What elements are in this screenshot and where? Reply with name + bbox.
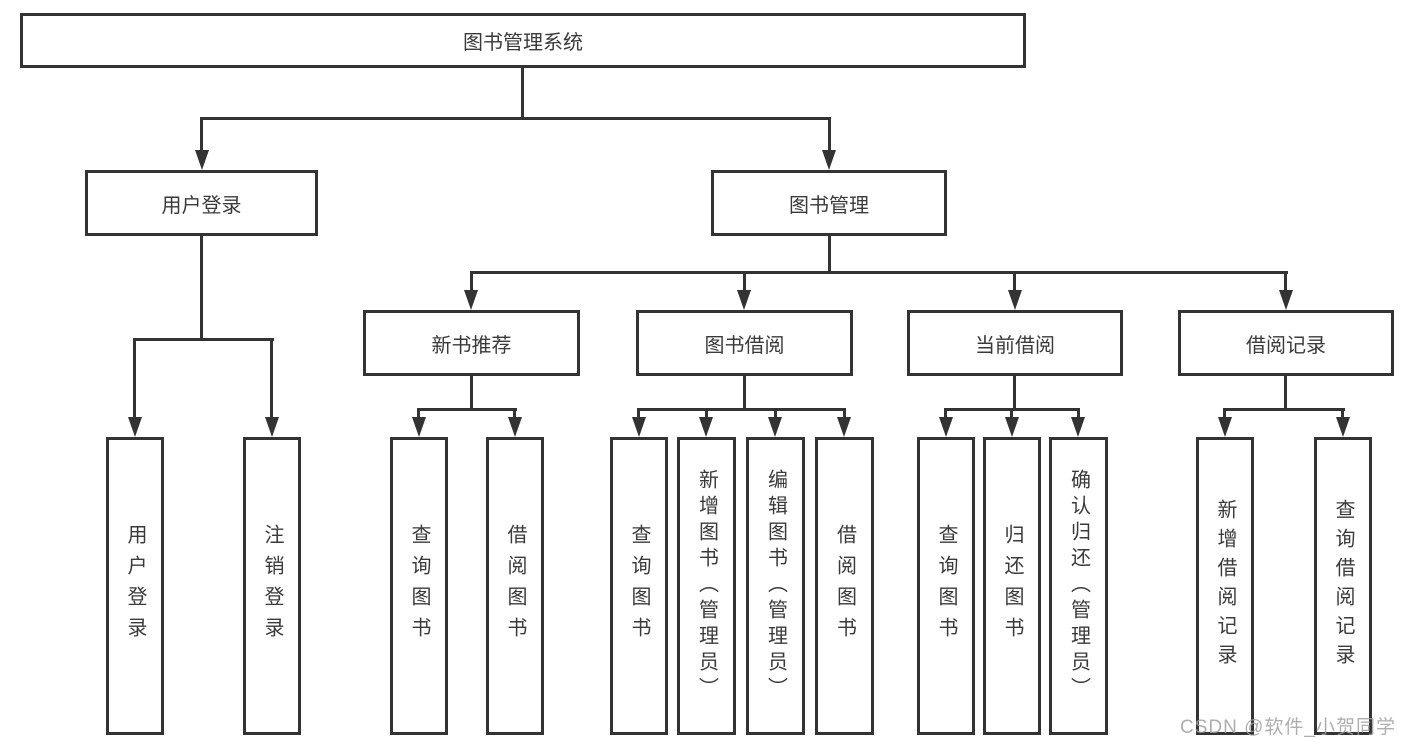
connector-new-rec-stem bbox=[470, 376, 473, 411]
connector-level2-bar bbox=[200, 117, 831, 120]
node-borrowing-records-label: 借阅记录 bbox=[1246, 334, 1326, 357]
arrowhead-records bbox=[1279, 290, 1293, 310]
connector-user-login-bar bbox=[133, 338, 274, 341]
leaf-add-borrow-record: 新增借阅记录 bbox=[1196, 437, 1254, 735]
arrowhead-leaf bbox=[1336, 417, 1350, 437]
leaf-user-login: 用户登录 bbox=[106, 437, 164, 735]
leaf-return-books: 归还图书 bbox=[983, 437, 1041, 735]
node-book-borrowing: 图书借阅 bbox=[636, 310, 853, 376]
node-book-borrowing-label: 图书借阅 bbox=[704, 334, 785, 357]
connector-book-mgmt-stem bbox=[828, 236, 831, 274]
connector-borrowing-bar bbox=[637, 408, 846, 411]
node-root: 图书管理系统 bbox=[20, 13, 1026, 68]
arrowhead-leaf bbox=[1005, 417, 1019, 437]
connector-drop-logout-leaf bbox=[270, 338, 273, 423]
connector-drop bbox=[705, 408, 708, 424]
node-user-login: 用户登录 bbox=[85, 170, 318, 236]
arrowhead-leaf bbox=[699, 417, 713, 437]
connector-drop-records bbox=[1284, 271, 1287, 297]
connector-drop-borrowing bbox=[743, 271, 746, 297]
leaf-label: 查询借阅记录 bbox=[1332, 499, 1354, 673]
arrowhead-login-leaf bbox=[128, 417, 142, 437]
leaf-label: 归还图书 bbox=[1001, 524, 1023, 648]
arrowhead-logout-leaf bbox=[265, 417, 279, 437]
node-user-login-label: 用户登录 bbox=[161, 194, 242, 217]
leaf-query-borrow-record: 查询借阅记录 bbox=[1314, 437, 1372, 735]
node-root-label: 图书管理系统 bbox=[463, 32, 583, 54]
connector-drop-book-mgmt bbox=[828, 117, 831, 157]
connector-drop bbox=[417, 408, 420, 424]
arrowhead-book-mgmt bbox=[822, 150, 836, 170]
connector-drop bbox=[944, 408, 947, 424]
connector-root-stem bbox=[521, 68, 524, 120]
arrowhead-leaf bbox=[508, 417, 522, 437]
connector-new-rec-bar bbox=[417, 408, 517, 411]
arrowhead-current bbox=[1008, 290, 1022, 310]
arrowhead-leaf bbox=[412, 417, 426, 437]
leaf-label: 查询图书 bbox=[408, 524, 430, 648]
leaf-label: 编辑图书（管理员） bbox=[764, 469, 787, 703]
leaf-add-books-admin: 新增图书（管理员） bbox=[677, 437, 736, 735]
connector-drop-login-leaf bbox=[133, 338, 136, 423]
node-borrowing-records: 借阅记录 bbox=[1178, 310, 1394, 376]
leaf-borrow-books-recommend: 借阅图书 bbox=[486, 437, 544, 735]
leaf-label: 查询图书 bbox=[935, 524, 957, 648]
arrowhead-leaf bbox=[1218, 417, 1232, 437]
connector-drop bbox=[1223, 408, 1226, 424]
arrowhead-user-login bbox=[195, 150, 209, 170]
connector-drop bbox=[1077, 408, 1080, 424]
leaf-label: 新增借阅记录 bbox=[1214, 499, 1236, 673]
connector-drop-user-login bbox=[200, 117, 203, 157]
connector-drop bbox=[637, 408, 640, 424]
connector-records-bar bbox=[1223, 408, 1345, 411]
leaf-label: 借阅图书 bbox=[833, 524, 856, 648]
connector-drop-new-rec bbox=[470, 271, 473, 297]
connector-level3-bar bbox=[470, 271, 1288, 274]
connector-drop bbox=[1010, 408, 1013, 424]
leaf-logout-label: 注销登录 bbox=[261, 524, 283, 648]
leaf-label: 查询图书 bbox=[628, 524, 650, 648]
node-book-management: 图书管理 bbox=[711, 170, 947, 236]
node-new-book-recommend-label: 新书推荐 bbox=[431, 334, 512, 357]
arrowhead-leaf bbox=[939, 417, 953, 437]
leaf-query-books-recommend: 查询图书 bbox=[390, 437, 448, 735]
node-book-management-label: 图书管理 bbox=[789, 194, 869, 217]
connector-user-login-stem bbox=[200, 236, 203, 340]
connector-drop-current bbox=[1013, 271, 1016, 297]
connector-drop bbox=[1341, 408, 1344, 424]
leaf-label: 借阅图书 bbox=[504, 524, 526, 648]
connector-records-stem bbox=[1284, 376, 1287, 411]
arrowhead-leaf bbox=[837, 417, 851, 437]
arrowhead-leaf bbox=[768, 417, 782, 437]
arrowhead-leaf bbox=[632, 417, 646, 437]
node-current-borrowing-label: 当前借阅 bbox=[975, 334, 1055, 357]
leaf-query-books-current: 查询图书 bbox=[917, 437, 975, 735]
arrowhead-leaf bbox=[1071, 417, 1085, 437]
connector-drop bbox=[843, 408, 846, 424]
leaf-label: 新增图书（管理员） bbox=[695, 469, 718, 703]
arrowhead-new-rec bbox=[464, 290, 478, 310]
node-new-book-recommend: 新书推荐 bbox=[363, 310, 580, 376]
leaf-borrow-books: 借阅图书 bbox=[815, 437, 874, 735]
connector-current-stem bbox=[1013, 376, 1016, 411]
leaf-query-books-borrowing: 查询图书 bbox=[610, 437, 668, 735]
leaf-confirm-return-admin: 确认归还（管理员） bbox=[1049, 437, 1108, 735]
connector-borrowing-stem bbox=[743, 376, 746, 411]
connector-drop bbox=[774, 408, 777, 424]
arrowhead-borrowing bbox=[737, 290, 751, 310]
node-current-borrowing: 当前借阅 bbox=[907, 310, 1123, 376]
connector-drop bbox=[513, 408, 516, 424]
leaf-label: 确认归还（管理员） bbox=[1067, 469, 1090, 703]
leaf-logout: 注销登录 bbox=[243, 437, 301, 735]
csdn-watermark: CSDN @软件_小贺同学 bbox=[1180, 717, 1396, 738]
leaf-edit-books-admin: 编辑图书（管理员） bbox=[746, 437, 805, 735]
leaf-user-login-label: 用户登录 bbox=[124, 524, 146, 648]
